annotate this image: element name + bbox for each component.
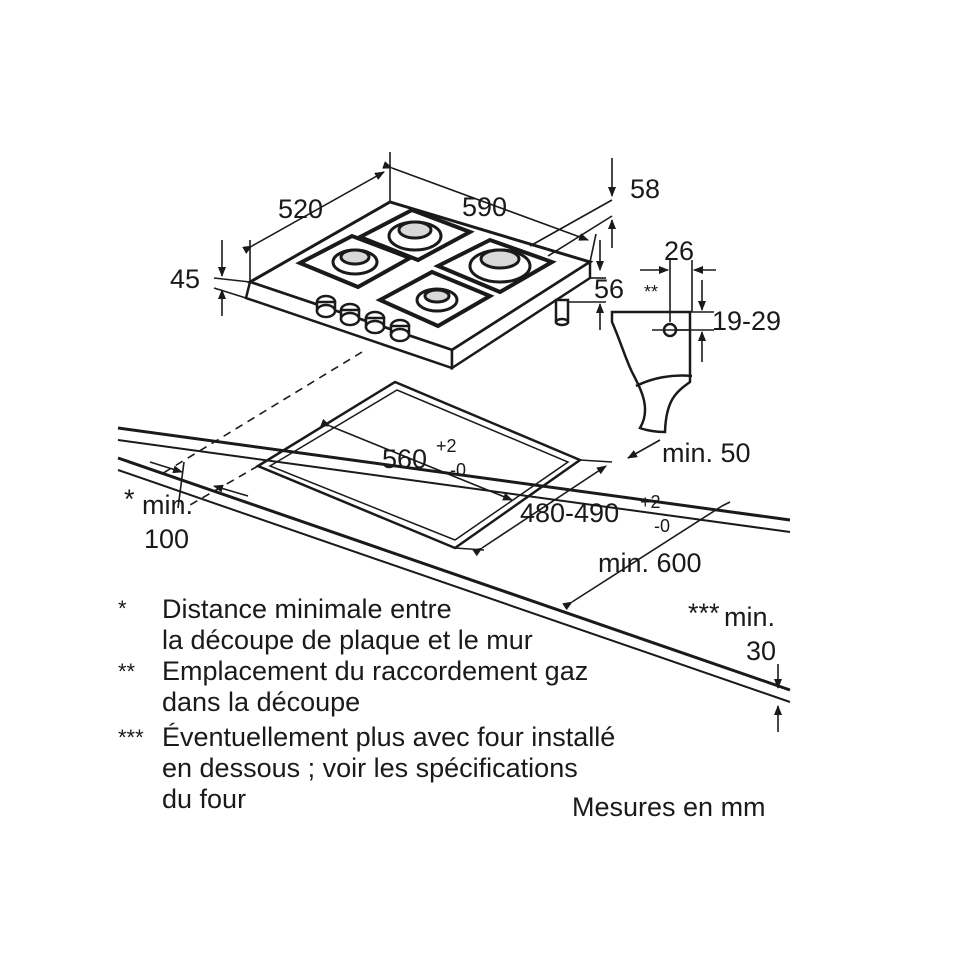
dim-min-30-stars: ***: [688, 598, 720, 628]
bracket-marker: **: [644, 282, 658, 302]
dim-min-30-label: min.: [724, 602, 775, 632]
units-note: Mesures en mm: [572, 792, 766, 822]
dim-19-29: 19-29: [712, 306, 781, 336]
dim-560: 560: [382, 444, 427, 474]
control-knobs: [315, 294, 411, 343]
dim-min-30-value: 30: [746, 636, 776, 666]
footnote-3-line3: du four: [162, 784, 247, 814]
dim-min-600: min. 600: [598, 548, 702, 578]
dim-min-100-value: 100: [144, 524, 189, 554]
dim-560-tol-plus: +2: [436, 436, 457, 456]
dim-560-tol-minus: -0: [450, 460, 466, 480]
footnote-1-marker: *: [118, 596, 127, 621]
footnote-2-line2: dans la découpe: [162, 687, 361, 717]
footnote-1-line2: la découpe de plaque et le mur: [162, 625, 533, 655]
footnote-3-marker: ***: [118, 725, 144, 750]
dim-56: 56: [594, 274, 624, 304]
dim-480-490-tol-plus: +2: [640, 492, 661, 512]
dim-min-100-label: min.: [142, 490, 193, 520]
dim-58: 58: [630, 174, 660, 204]
dim-min-100-star: *: [124, 484, 135, 514]
dimension-lines: [149, 152, 782, 732]
gas-connector: [554, 298, 570, 327]
dim-min-50: min. 50: [662, 438, 751, 468]
dim-45: 45: [170, 264, 200, 294]
dim-26: 26: [664, 236, 694, 266]
footnote-1-line1: Distance minimale entre: [162, 594, 452, 624]
bracket-detail: [610, 310, 693, 434]
footnote-2-line1: Emplacement du raccordement gaz: [162, 656, 589, 686]
footnote-2-marker: **: [118, 659, 136, 684]
dim-520: 520: [278, 194, 323, 224]
footnote-3-line1: Éventuellement plus avec four installé: [162, 722, 616, 752]
dim-590: 590: [462, 192, 507, 222]
dim-480-490-tol-minus: -0: [654, 516, 670, 536]
projection-lines: [159, 351, 363, 506]
dim-480-490: 480-490: [520, 498, 619, 528]
footnote-3-line2: en dessous ; voir les spécifications: [162, 753, 578, 783]
